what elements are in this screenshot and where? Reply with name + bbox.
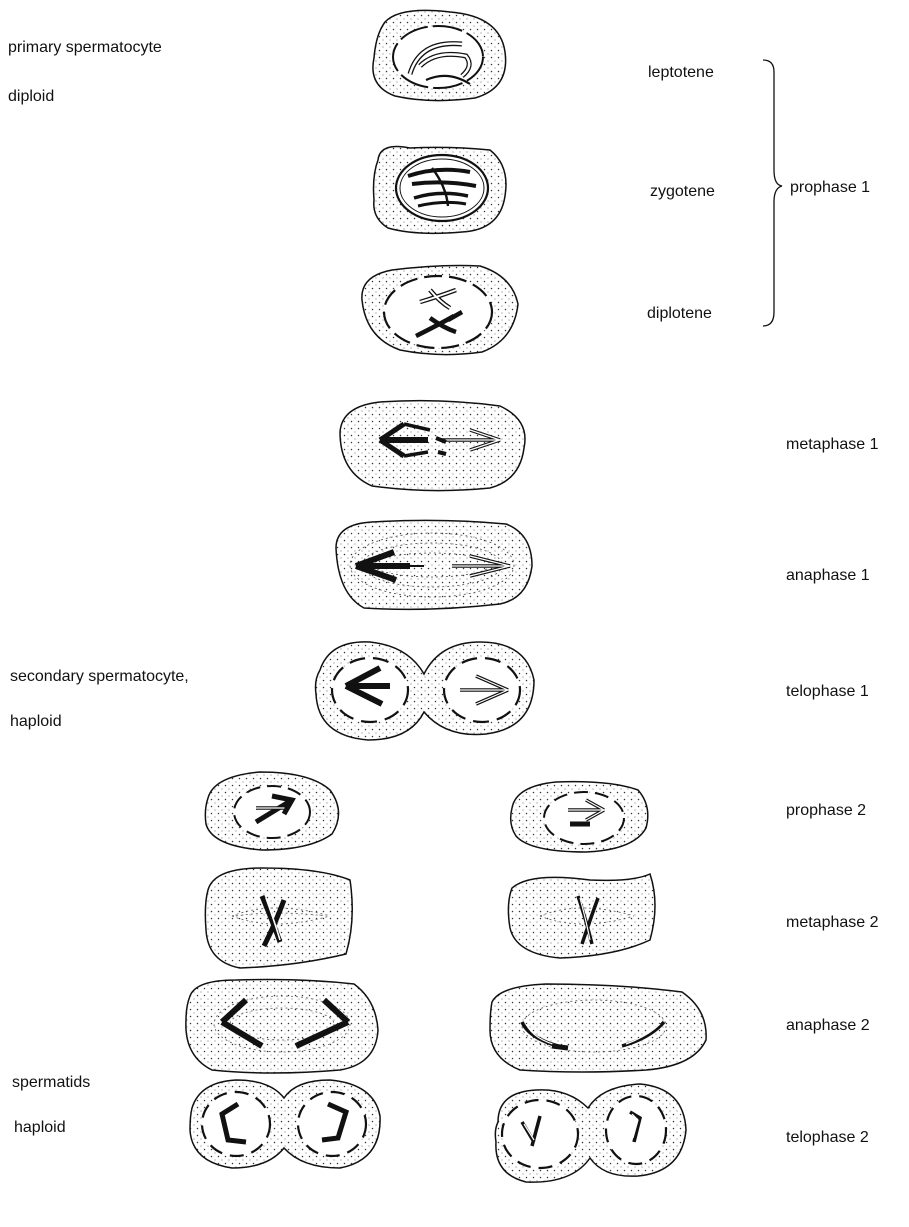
label-prophase-2: prophase 2 [786,802,866,819]
label-zygotene: zygotene [650,183,715,200]
cell-prophase-2-right [509,780,649,853]
label-spermatids: spermatids [12,1074,90,1091]
cell-zygotene [372,145,507,235]
label-telophase-1: telophase 1 [786,683,869,700]
cell-metaphase-2-right [507,872,656,959]
label-leptotene: leptotene [648,64,714,81]
label-telophase-2: telophase 2 [786,1129,869,1146]
label-anaphase-1: anaphase 1 [786,567,870,584]
cell-telophase-2-left-right-pair [494,1083,687,1183]
label-prophase-1: prophase 1 [790,179,870,196]
cell-anaphase-2-left [185,978,379,1074]
cell-metaphase-1 [339,399,526,492]
cell-diplotene [361,264,519,356]
cell-anaphase-2-right [489,983,707,1073]
cell-metaphase-2-left [204,867,353,969]
label-metaphase-1: metaphase 1 [786,436,879,453]
cell-telophase-2-left [189,1079,381,1169]
label-diplotene: diplotene [647,305,712,322]
label-anaphase-2: anaphase 2 [786,1017,870,1034]
label-metaphase-2: metaphase 2 [786,914,879,931]
cell-leptotene [372,9,507,102]
cell-prophase-2-left [204,771,340,851]
label-primary-diploid: diploid [8,88,54,105]
cell-anaphase-1 [335,519,533,611]
cell-telophase-1 [314,641,535,741]
label-spermatids-haploid: haploid [14,1119,66,1136]
label-secondary-spermatocyte: secondary spermatocyte, [10,668,189,685]
label-secondary-haploid: haploid [10,713,62,730]
prophase-bracket [762,59,783,327]
label-primary-spermatocyte: primary spermatocyte [8,39,162,56]
